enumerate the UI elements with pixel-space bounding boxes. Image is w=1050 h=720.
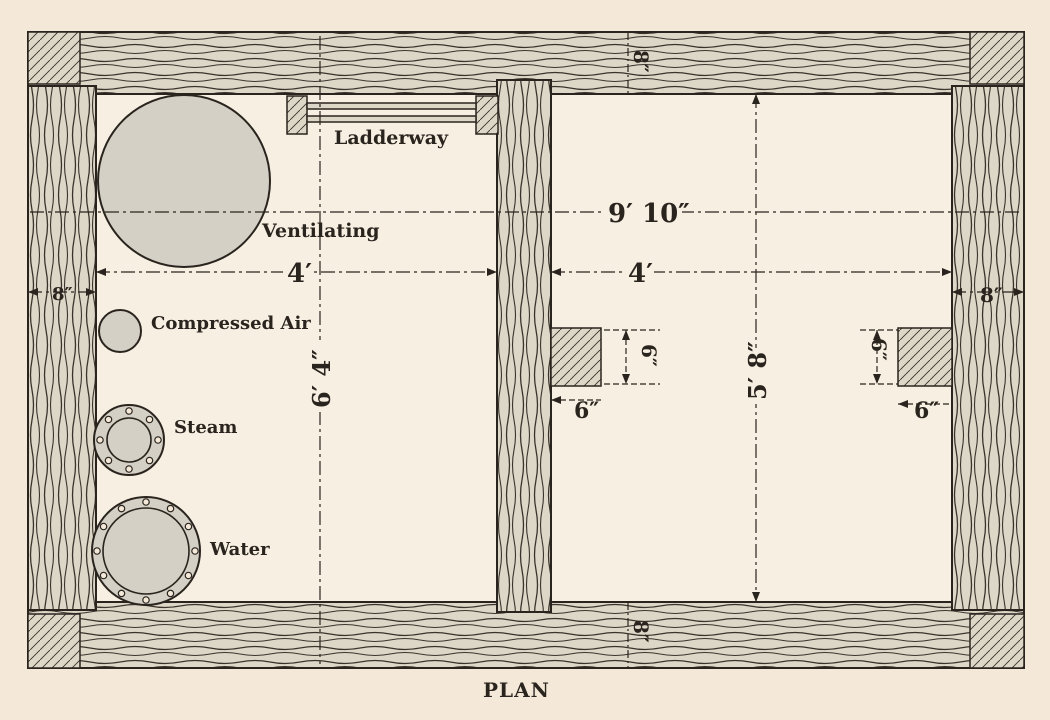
bolt-hole (142, 596, 150, 604)
bolt-hole (99, 571, 108, 580)
bolt-hole (142, 498, 150, 506)
left-timber (27, 85, 97, 611)
corner-block-bottom-left (27, 613, 81, 669)
bolt-hole (166, 504, 175, 513)
dim-right-height: 5′ 8″ (743, 341, 772, 400)
bolt-hole (117, 504, 126, 513)
dim-bottom-timber: 8″ (629, 620, 653, 643)
compressed-air-pipe (98, 309, 142, 353)
corner-block-bottom-right (969, 613, 1025, 669)
dim-center-block-width: 6″ (574, 398, 599, 424)
bolt-hole (117, 589, 126, 598)
ladder-post-right (475, 95, 499, 135)
bolt-hole (184, 522, 193, 531)
ladder-rung-bottom (306, 115, 477, 123)
bolt-hole (96, 436, 104, 444)
dim-right-timber: 8″ (980, 283, 1003, 307)
right-block (897, 327, 953, 387)
dim-overall-width: 9′ 10″ (608, 199, 690, 229)
bolt-hole (125, 465, 133, 473)
center-divider-timber (496, 79, 552, 613)
bolt-hole (184, 571, 193, 580)
bolt-hole (93, 547, 101, 555)
ladderway-label: Ladderway (334, 127, 449, 149)
water-label: Water (209, 539, 270, 560)
corner-block-top-left (27, 31, 81, 85)
bolt-hole (166, 589, 175, 598)
dim-left-compartment: 4′ (287, 259, 312, 289)
corner-block-top-right (969, 31, 1025, 85)
dim-left-height: 6′ 4″ (307, 349, 336, 408)
water-pipe-bore (102, 507, 190, 595)
compressed-air-label: Compressed Air (151, 313, 311, 334)
bolt-hole (145, 456, 154, 465)
ladder-rung-top (306, 102, 477, 110)
dim-left-timber: 8″ (52, 284, 73, 305)
pipes: Ventilating Compressed Air Steam Water (91, 94, 380, 606)
ladderway-group: Ladderway (286, 95, 499, 149)
steam-flange-bolts (96, 407, 162, 473)
steam-label: Steam (174, 417, 237, 438)
bolt-hole (145, 415, 154, 424)
ventilating-pipe (97, 94, 271, 268)
bolt-hole (191, 547, 199, 555)
dim-right-block-height: 6″ (867, 338, 891, 361)
center-block (550, 327, 602, 387)
dim-right-compartment: 4′ (628, 259, 653, 289)
bolt-hole (154, 436, 162, 444)
right-timber (951, 85, 1025, 611)
dim-top-timber: 8″ (629, 50, 653, 73)
water-flange-bolts (93, 498, 199, 604)
bolt-hole (125, 407, 133, 415)
bolt-hole (104, 415, 113, 424)
plan-caption: PLAN (483, 678, 550, 702)
ladder-post-left (286, 95, 308, 135)
bolt-hole (104, 456, 113, 465)
steam-pipe-bore (106, 417, 152, 463)
arrowheads (28, 94, 1024, 602)
bolt-hole (99, 522, 108, 531)
dim-right-block-width: 6″ (914, 398, 939, 424)
dim-center-block-height: 6″ (637, 344, 661, 367)
